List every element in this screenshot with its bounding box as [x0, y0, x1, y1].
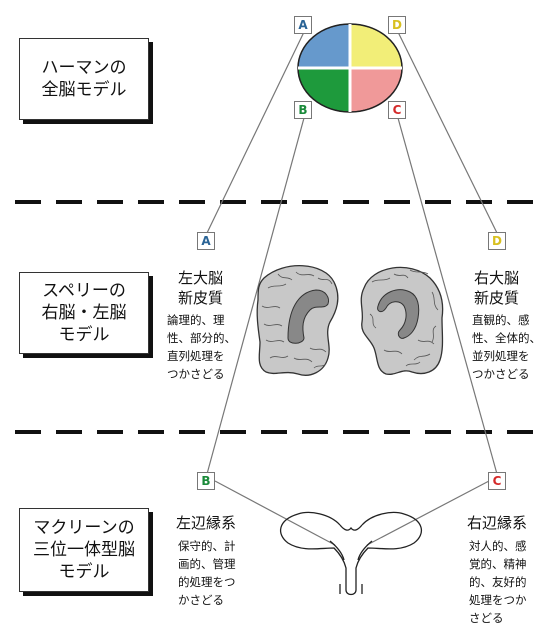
- right-neocortex-title: 右大脳 新皮質: [474, 269, 520, 307]
- sperry-model-label: スペリーの 右脳・左脳 モデル: [41, 281, 127, 345]
- connector-a: [206, 31, 305, 234]
- tag-c-bottom: C: [488, 472, 506, 490]
- left-limbic-description: 保守的、計 画的、管理 的処理をつ かさどる: [178, 539, 236, 607]
- connector-c-right: [397, 117, 498, 475]
- maclean-model-label: マクリーンの 三位一体型脳 モデル: [33, 518, 135, 582]
- tag-a-mid: A: [197, 232, 215, 250]
- right-hemisphere-illustration: [360, 266, 444, 375]
- limbic-system-illustration: [279, 511, 423, 596]
- connector-b-limbic: [214, 480, 336, 546]
- right-neocortex-description: 直観的、感 性、全体的、 並列処理を つかさどる: [472, 313, 541, 381]
- right-limbic-description: 対人的、感 覚的、精神 的、友好的 処理をつか さどる: [469, 539, 527, 625]
- tag-d-mid: D: [488, 232, 506, 250]
- tag-a-top: A: [294, 16, 312, 34]
- sperry-model-box: スペリーの 右脳・左脳 モデル: [19, 272, 149, 354]
- connector-c-limbic: [366, 480, 490, 546]
- left-neocortex-title: 左大脳 新皮質: [178, 269, 224, 307]
- tag-b-top: B: [294, 101, 312, 119]
- connector-b-left: [206, 117, 305, 475]
- left-hemisphere-illustration: [256, 265, 339, 376]
- maclean-model-box: マクリーンの 三位一体型脳 モデル: [19, 508, 149, 592]
- connector-d: [397, 31, 498, 234]
- right-limbic-title: 右辺縁系: [467, 514, 528, 532]
- herrmann-model-box: ハーマンの 全脳モデル: [19, 38, 149, 120]
- herrmann-brain-circle: [297, 23, 403, 113]
- herrmann-model-label: ハーマンの 全脳モデル: [41, 58, 127, 100]
- tag-c-top: C: [388, 101, 406, 119]
- left-neocortex-description: 論理的、理 性、部分的、 直列処理を つかさどる: [167, 313, 236, 381]
- tag-b-bottom: B: [197, 472, 215, 490]
- left-limbic-title: 左辺縁系: [176, 514, 237, 532]
- tag-d-top: D: [388, 16, 406, 34]
